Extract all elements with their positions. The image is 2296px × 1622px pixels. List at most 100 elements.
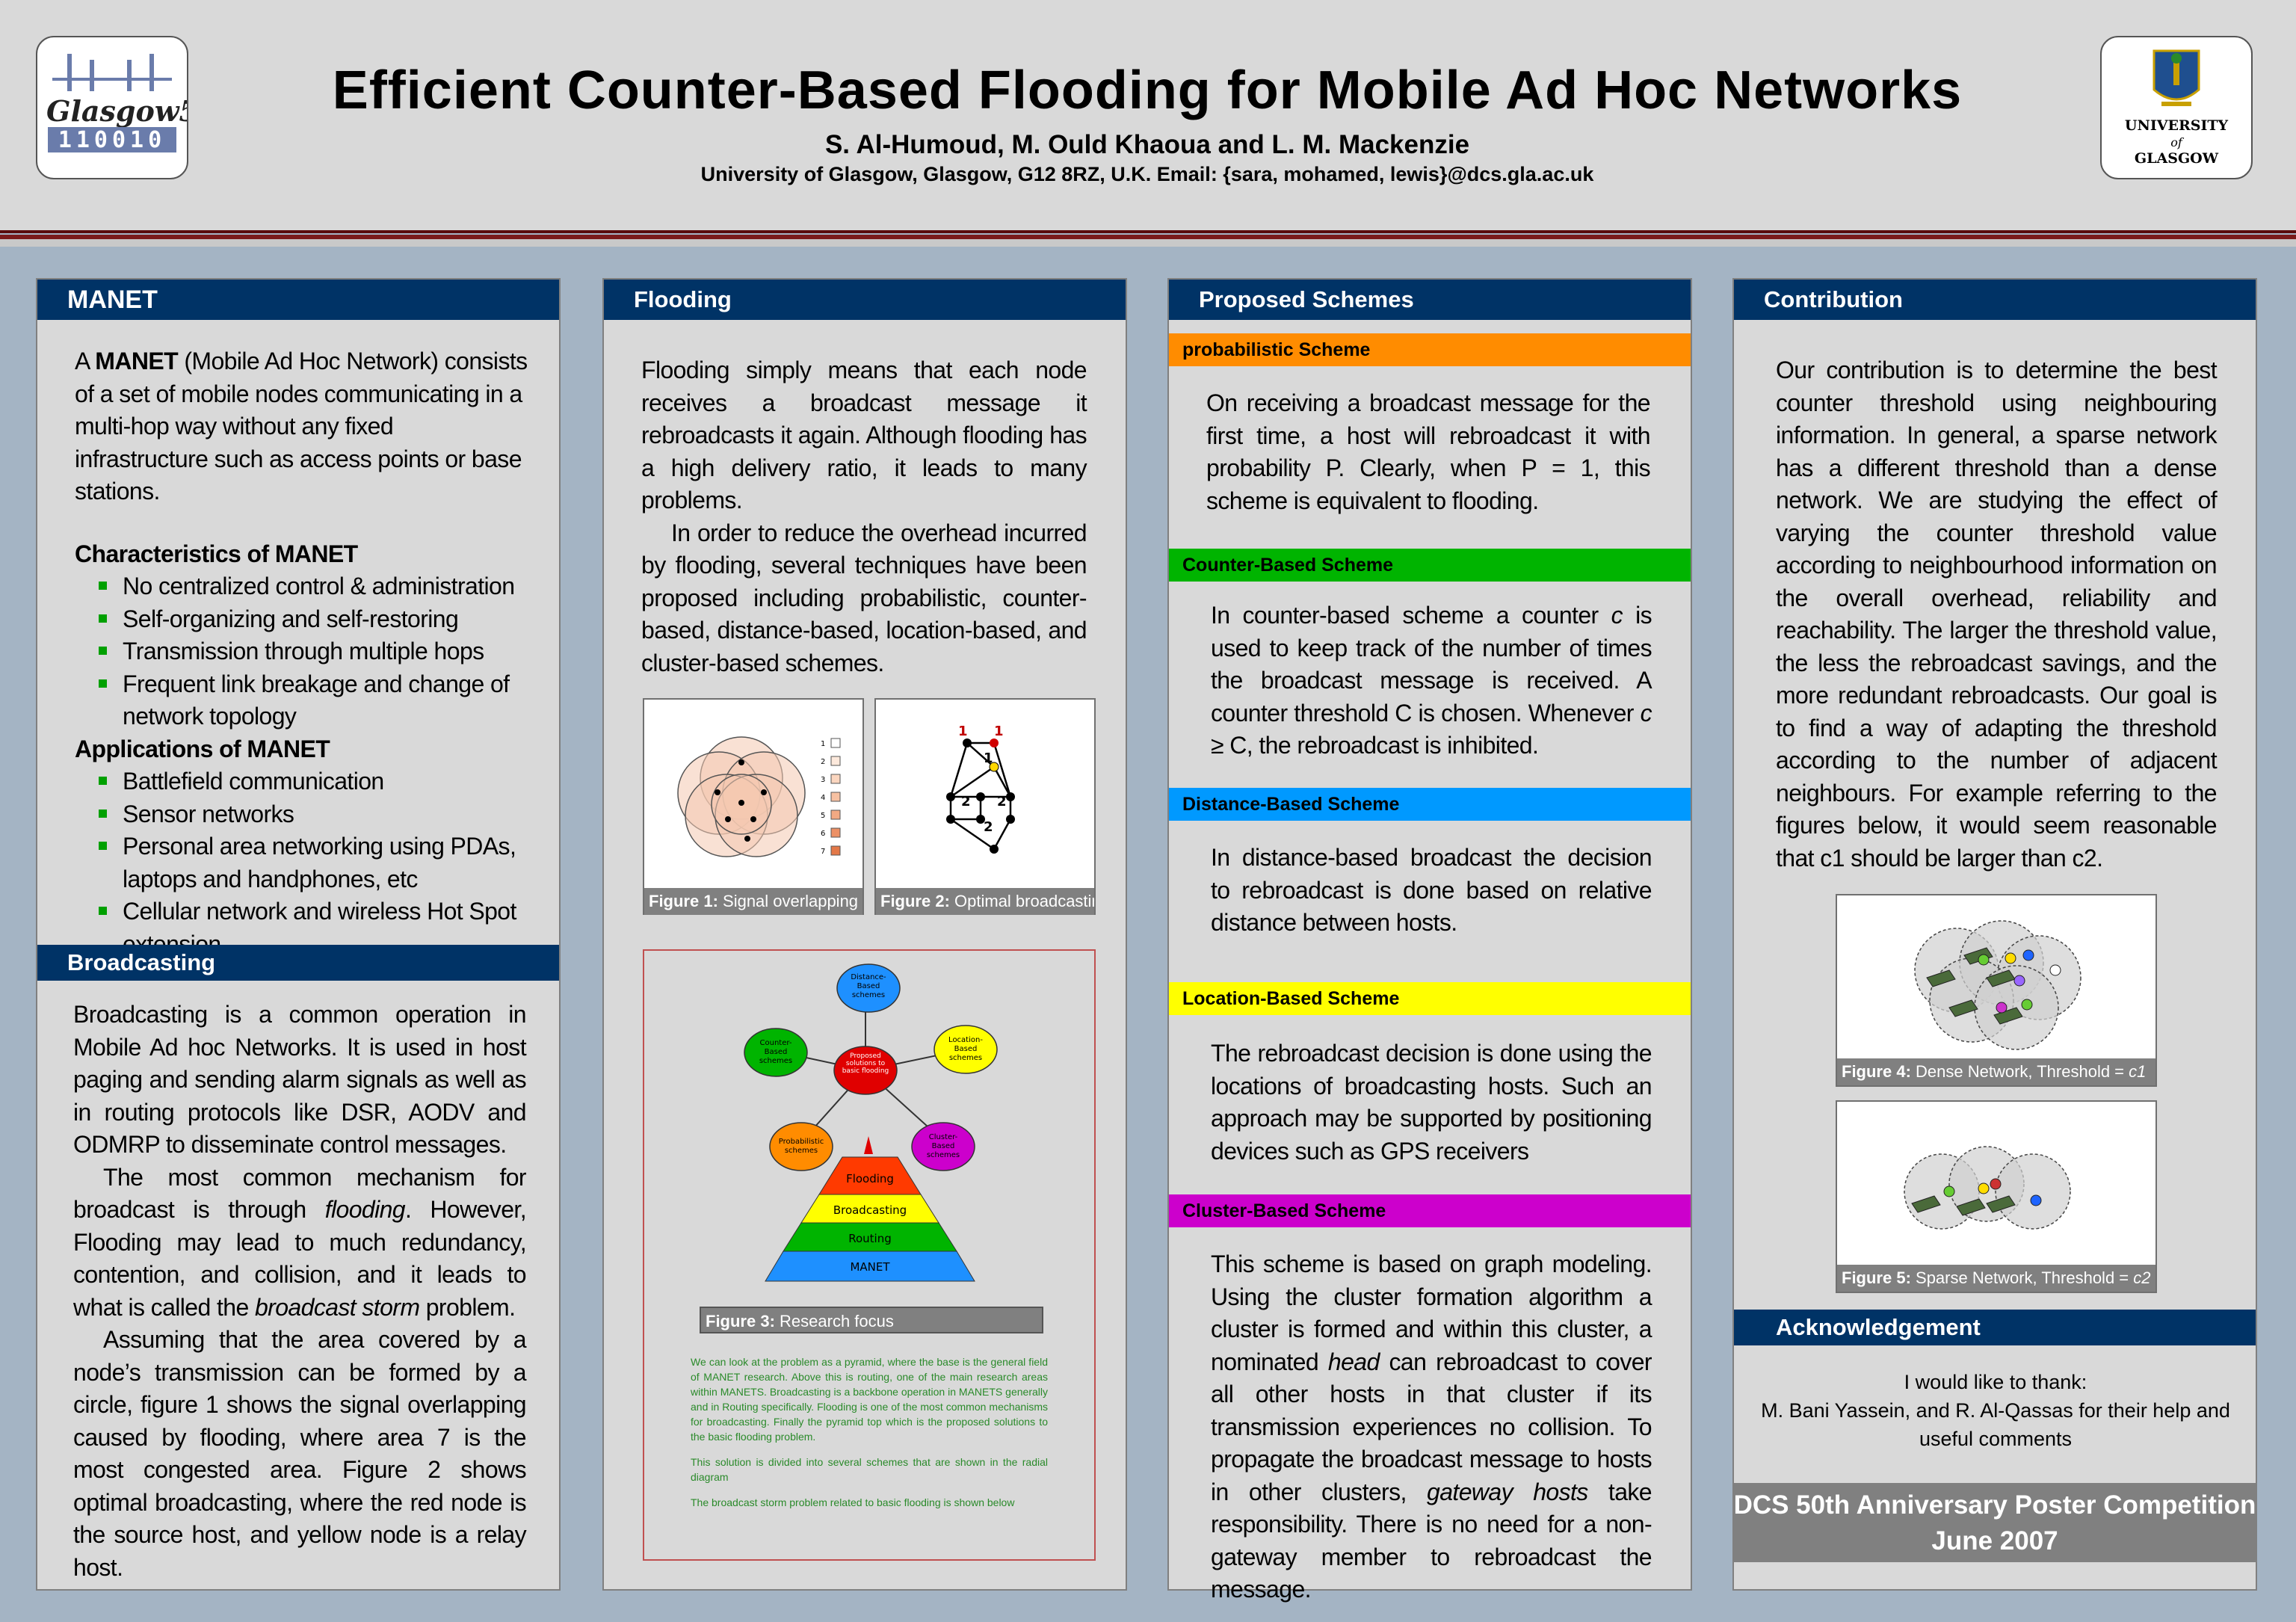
logo-of: of	[2170, 135, 2185, 149]
legend-label: 2	[821, 758, 825, 766]
legend-label: 3	[821, 776, 825, 784]
node-label: 1	[994, 724, 1004, 739]
acknowledgement-text: I would like to thank: M. Bani Yassein, …	[1756, 1368, 2235, 1453]
radial-node-label: Probabilistic schemes	[778, 1138, 824, 1155]
counter-text-c: ≥ C, the rebroadcast is inhibited.	[1211, 732, 1539, 759]
figure-3-description: We can look at the problem as a pyramid,…	[691, 1354, 1048, 1510]
figure-2-optimal-broadcasting: 1 1 1 2 2 2 Figure 2: Optimal broadcasti…	[874, 698, 1096, 915]
figure-5-sparse-network: Figure 5: Sparse Network, Threshold = c2	[1836, 1100, 2157, 1293]
figure-5-threshold-var: c2	[2133, 1268, 2151, 1287]
cluster-text-a: This scheme is based on graph modeling. …	[1211, 1251, 1652, 1375]
column-manet: MANET A MANET (Mobile Ad Hoc Network) co…	[36, 278, 561, 1591]
section-heading-manet: MANET	[37, 280, 559, 320]
poster-title: Efficient Counter-Based Flooding for Mob…	[332, 61, 1963, 120]
radial-node-label: Cluster-Based schemes	[926, 1133, 960, 1159]
scheme-heading-cluster-based: Cluster-Based Scheme	[1169, 1194, 1691, 1227]
figure-3-caption: Figure 3: Research focus	[700, 1307, 1043, 1333]
radial-node-label: Distance-Based schemes	[851, 973, 886, 999]
node-label: 2	[984, 819, 993, 835]
list-item: Transmission through multiple hops	[75, 635, 528, 668]
figure-2-caption-text: Optimal broadcasting	[949, 892, 1094, 910]
figure-5-caption: Figure 5: Sparse Network, Threshold = c2	[1837, 1265, 2155, 1292]
cluster-em-gateway: gateway hosts	[1427, 1478, 1588, 1505]
header-divider-shadow	[0, 239, 2296, 247]
figure-2-label: Figure 2:	[880, 892, 950, 910]
scheme-heading-location-based: Location-Based Scheme	[1169, 982, 1691, 1015]
counter-var-c: c	[1611, 602, 1623, 629]
poster-authors: S. Al-Humoud, M. Ould Khaoua and L. M. M…	[824, 130, 1470, 159]
characteristics-list: No centralized control & administration …	[75, 570, 528, 733]
node-label: 1	[958, 724, 968, 739]
list-item: No centralized control & administration	[75, 570, 528, 603]
legend-label: 1	[821, 740, 825, 748]
broadcasting-p3: Assuming that the area covered by a node…	[73, 1326, 527, 1581]
scheme-heading-probabilistic: probabilistic Scheme	[1169, 333, 1691, 366]
logo-glasgow: GLASGOW	[2135, 150, 2219, 167]
pyramid-level-label: Flooding	[846, 1172, 894, 1185]
figure-4-caption: Figure 4: Dense Network, Threshold = c1	[1837, 1058, 2155, 1085]
column-flooding: Flooding Flooding simply means that each…	[602, 278, 1127, 1591]
radial-node-label: Location-Based schemes	[948, 1036, 983, 1062]
applications-list: Battlefield communication Sensor network…	[75, 765, 528, 960]
broadcasting-section-body: Broadcasting is a common operation in Mo…	[73, 999, 527, 1584]
cluster-text-c: take responsibility. There is no need fo…	[1211, 1478, 1652, 1603]
section-heading-contribution: Contribution	[1734, 280, 2256, 320]
competition-date: June 2007	[1931, 1526, 2058, 1555]
figure-3-text-2: This solution is divided into several sc…	[691, 1456, 1048, 1483]
scheme-text-counter-based: In counter-based scheme a counter c is u…	[1211, 599, 1652, 762]
manet-intro-prefix: A	[75, 348, 96, 374]
section-heading-acknowledgement: Acknowledgement	[1734, 1310, 2256, 1345]
scheme-text-cluster-based: This scheme is based on graph modeling. …	[1211, 1248, 1652, 1606]
pyramid-level-label: Broadcasting	[833, 1203, 907, 1217]
figure-5-caption-text: Sparse Network, Threshold =	[1910, 1268, 2134, 1287]
glasgow50-logo: Glasgow50 110010	[36, 36, 219, 179]
section-heading-flooding: Flooding	[604, 280, 1126, 320]
list-item: Self-organizing and self-restoring	[75, 603, 528, 636]
figure-4-label: Figure 4:	[1842, 1062, 1911, 1081]
broadcasting-p2-b: . However, Flooding may lead to much red…	[73, 1196, 527, 1321]
scheme-text-distance-based: In distance-based broadcast the decision…	[1211, 844, 1652, 936]
legend-label: 5	[821, 812, 825, 820]
radial-center-label: Proposed solutions to basic flooding	[842, 1052, 889, 1075]
figure-3-caption-text: Research focus	[774, 1312, 894, 1330]
pyramid-level-label: MANET	[850, 1260, 890, 1274]
list-item: Personal area networking using PDAs, lap…	[75, 830, 528, 895]
figure-3-label: Figure 3:	[706, 1312, 775, 1330]
flooding-p2: In order to reduce the overhead incurred…	[641, 519, 1087, 676]
figure-1-signal-overlapping: 1 2 3 4 5 6 7 Figure 1: Signal overlappi…	[643, 698, 864, 915]
figure-4-dense-network: Figure 4: Dense Network, Threshold = c1	[1836, 894, 2157, 1087]
logo-university: UNIVERSITY	[2125, 117, 2229, 134]
broadcasting-p2-em1: flooding	[324, 1196, 406, 1223]
broadcasting-p1: Broadcasting is a common operation in Mo…	[73, 1001, 527, 1158]
figure-1-caption: Figure 1: Signal overlapping	[644, 888, 862, 915]
scheme-text-location-based: The rebroadcast decision is done using t…	[1211, 1040, 1652, 1165]
figure-1-caption-text: Signal overlapping	[718, 892, 859, 910]
counter-text-b: is used to keep track of the number of t…	[1211, 602, 1652, 727]
flooding-section-body: Flooding simply means that each node rec…	[641, 354, 1087, 679]
broadcasting-p2-c: problem.	[419, 1293, 516, 1321]
pyramid-level-label: Routing	[848, 1232, 892, 1245]
list-item: Frequent link breakage and change of net…	[75, 668, 528, 733]
competition-banner: DCS 50th Anniversary Poster Competition …	[1732, 1483, 2257, 1562]
poster-affiliation: University of Glasgow, Glasgow, G12 8RZ,…	[700, 163, 1594, 185]
section-heading-broadcasting: Broadcasting	[37, 945, 559, 981]
applications-heading: Applications of MANET	[75, 735, 330, 762]
characteristics-heading: Characteristics of MANET	[75, 540, 358, 567]
broadcasting-p2-em2: broadcast storm	[254, 1293, 420, 1321]
manet-intro-bold: MANET	[95, 348, 179, 374]
cluster-text-b: can rebroadcast to cover all other hosts…	[1211, 1348, 1652, 1505]
manet-intro: A MANET (Mobile Ad Hoc Network) consists…	[75, 345, 528, 508]
competition-title: DCS 50th Anniversary Poster Competition	[1733, 1490, 2256, 1520]
logo-digits: 110010	[58, 127, 166, 153]
column-contribution: Contribution Our contribution is to dete…	[1732, 278, 2257, 1591]
figure-5-label: Figure 5:	[1842, 1268, 1911, 1287]
section-heading-proposed-schemes: Proposed Schemes	[1169, 280, 1691, 320]
node-label: 2	[997, 794, 1007, 810]
figure-2-caption: Figure 2: Optimal broadcasting	[876, 888, 1094, 915]
contribution-text: Our contribution is to determine the bes…	[1776, 357, 2218, 872]
acknowledgement-line-2: M. Bani Yassein, and R. Al-Qassas for th…	[1761, 1399, 2230, 1450]
legend-label: 4	[821, 794, 825, 802]
list-item: Sensor networks	[75, 798, 528, 831]
cluster-em-head: head	[1327, 1348, 1380, 1375]
acknowledgement-line-1: I would like to thank:	[1904, 1371, 2087, 1393]
